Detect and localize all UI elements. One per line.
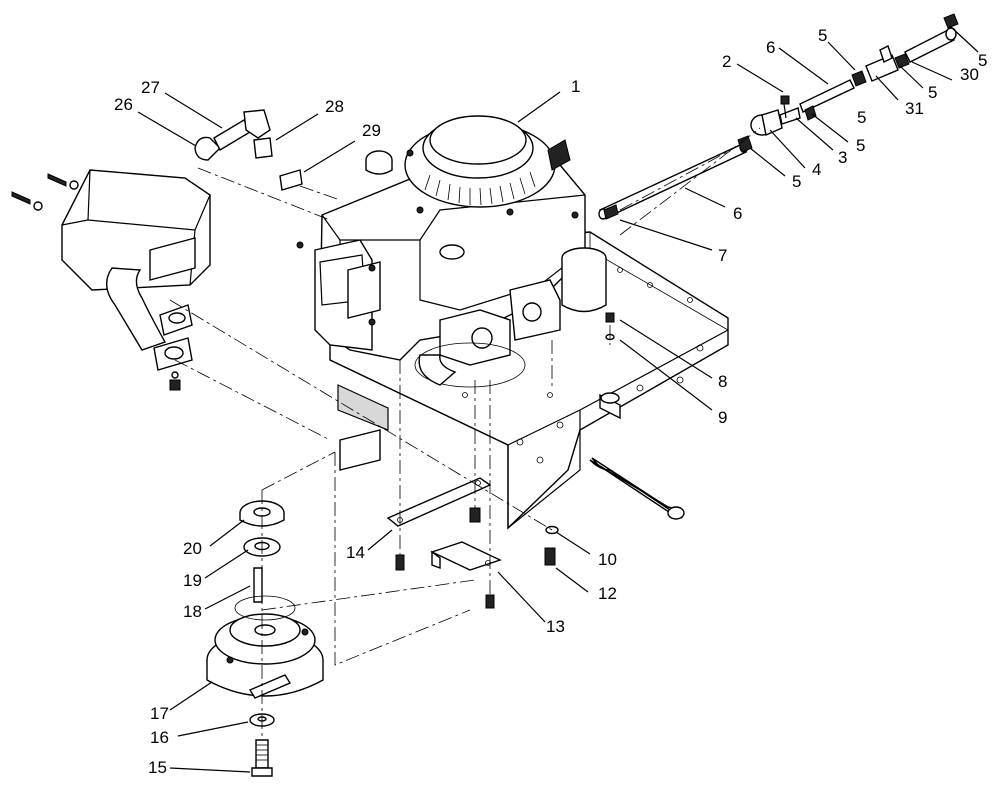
callout-4: 4 (812, 160, 821, 179)
callout-8: 8 (718, 372, 727, 391)
callout-15: 15 (148, 758, 167, 777)
callout-14: 14 (346, 543, 365, 562)
callout-26: 26 (114, 95, 133, 114)
callout-31: 31 (905, 99, 924, 118)
callout-2: 2 (722, 52, 731, 71)
callout-1: 1 (571, 77, 580, 96)
callout-5d: 5 (856, 136, 865, 155)
callout-30: 30 (960, 65, 979, 84)
callout-12: 12 (598, 584, 617, 603)
callout-6b: 6 (733, 204, 742, 223)
clutch-pulley-stack (206, 500, 324, 777)
leader-lines (137, 25, 979, 773)
callout-16: 16 (150, 728, 169, 747)
callout-5f: 5 (857, 108, 866, 127)
callout-20: 20 (183, 539, 202, 558)
callout-5e: 5 (792, 172, 801, 191)
callout-19: 19 (183, 571, 202, 590)
explosion-lines (169, 127, 761, 740)
callout-7: 7 (718, 246, 727, 265)
callout-18: 18 (183, 602, 202, 621)
callout-10: 10 (598, 550, 617, 569)
engine-assembly (296, 115, 607, 388)
callout-17: 17 (150, 704, 169, 723)
fuel-line-assembly (194, 13, 959, 220)
callout-labels: 1 2 3 4 5 5 5 5 5 6 6 7 8 9 10 12 13 14 … (114, 26, 987, 777)
callout-27: 27 (141, 78, 160, 97)
callout-5b: 5 (978, 51, 987, 70)
bracket-hardware (386, 312, 615, 609)
callout-5a: 5 (818, 26, 827, 45)
callout-6a: 6 (766, 38, 775, 57)
muffler-assembly (11, 169, 211, 391)
callout-29: 29 (362, 121, 381, 140)
callout-9: 9 (718, 408, 727, 427)
callout-5c: 5 (928, 83, 937, 102)
callout-3: 3 (838, 148, 847, 167)
callout-28: 28 (325, 97, 344, 116)
callout-13: 13 (546, 617, 565, 636)
